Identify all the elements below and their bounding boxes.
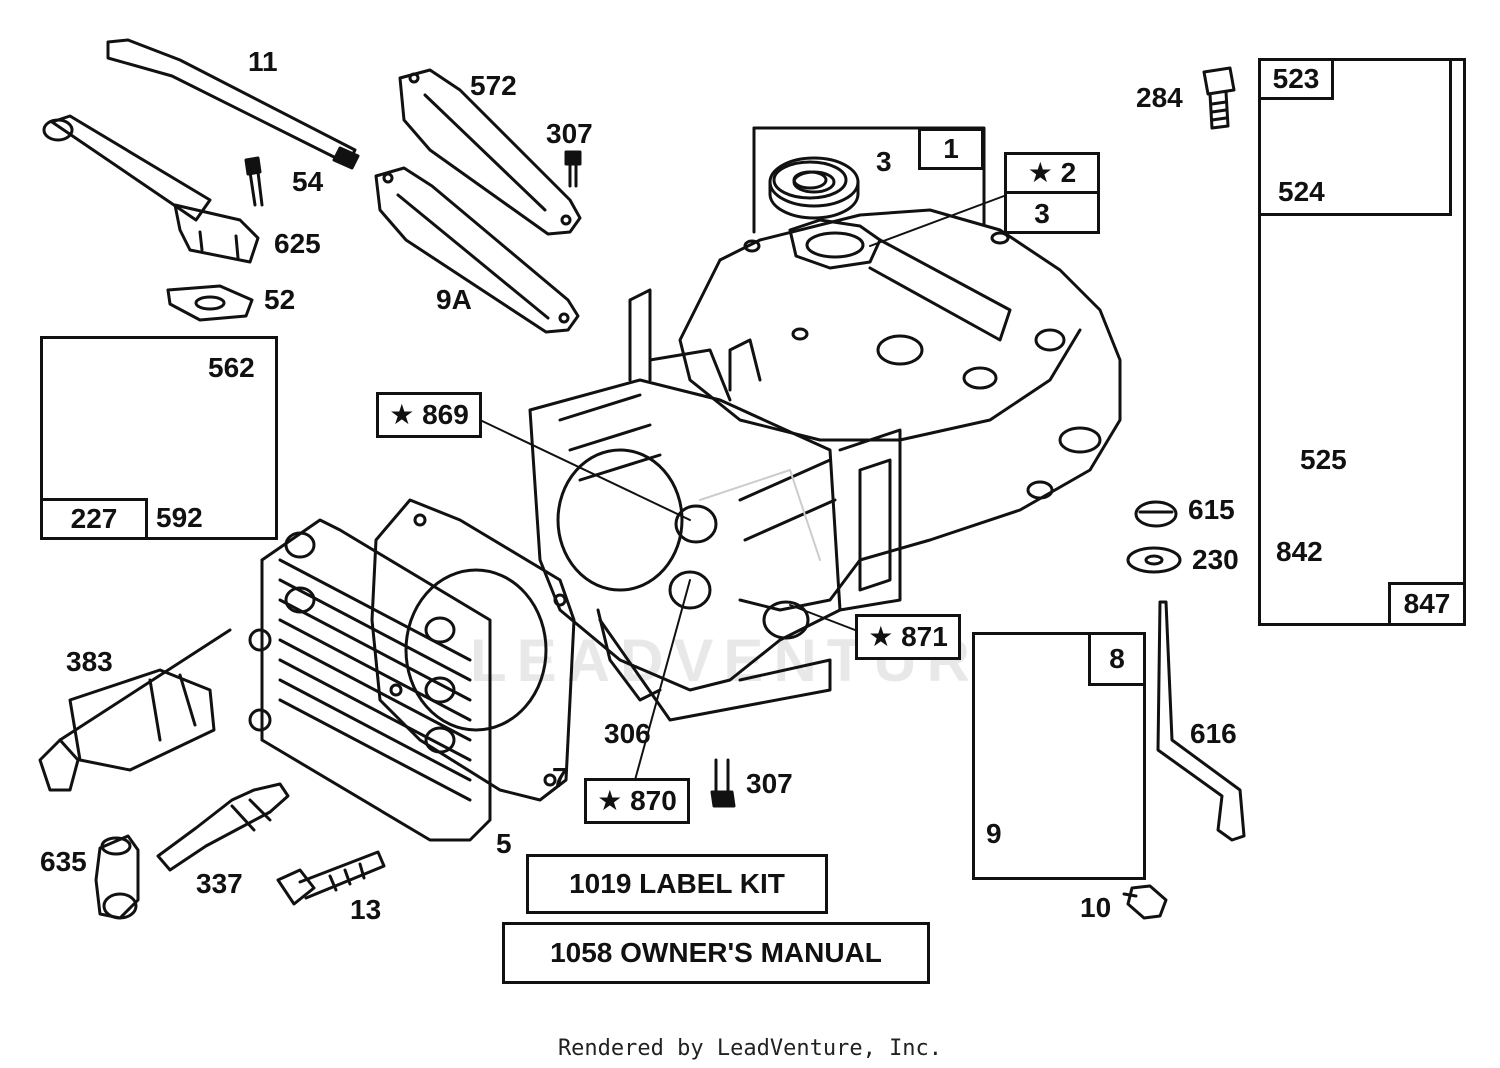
box-owners-manual <box>502 922 930 984</box>
label-2: ★ 2 <box>1027 157 1077 188</box>
part-230-washer-drawing <box>1126 546 1182 574</box>
label-307-top: 307 <box>546 118 593 149</box>
label-7: 7 <box>552 762 568 793</box>
leader-lines <box>479 195 1005 781</box>
label-615: 615 <box>1188 494 1235 525</box>
label-3-top: 3 <box>876 146 892 177</box>
label-524: 524 <box>1278 176 1325 207</box>
label-kit-text: 1019 LABEL KIT <box>569 868 785 899</box>
box-label-kit <box>526 854 828 914</box>
part-635-boot-drawing <box>94 834 140 920</box>
label-230: 230 <box>1192 544 1239 575</box>
part-3-seal-drawing <box>768 156 860 220</box>
label-227: 227 <box>70 503 118 534</box>
label-525: 525 <box>1300 444 1347 475</box>
box-869-tag <box>376 392 482 438</box>
box-227-tag <box>40 498 148 540</box>
part-625-drawing <box>42 114 260 264</box>
part-616-link-drawing <box>1156 600 1246 842</box>
part-337-spark-plug-drawing <box>156 782 290 872</box>
part-307-screw-bottom-drawing <box>710 758 736 808</box>
label-54: 54 <box>292 166 324 197</box>
label-847: 847 <box>1403 588 1451 619</box>
label-284: 284 <box>1136 82 1183 113</box>
label-870: ★ 870 <box>597 785 677 816</box>
box-part-1-tag <box>918 128 984 170</box>
part-52-gasket-drawing <box>166 284 254 322</box>
label-307-bottom: 307 <box>746 768 793 799</box>
part-11-tube-drawing <box>106 38 360 170</box>
label-635: 635 <box>40 846 87 877</box>
label-10: 10 <box>1080 892 1112 923</box>
part-7-head-gasket-drawing <box>370 498 576 802</box>
label-306: 306 <box>604 718 651 749</box>
label-592: 592 <box>156 502 203 533</box>
box-847-tag <box>1388 582 1466 626</box>
part-13-bolt-drawing <box>276 850 386 906</box>
label-1: 1 <box>943 133 959 164</box>
label-842: 842 <box>1276 536 1323 567</box>
label-3-box: 3 <box>1034 198 1050 229</box>
part-54-screw-drawing <box>244 156 264 207</box>
label-52: 52 <box>264 284 296 315</box>
label-13: 13 <box>350 894 382 925</box>
part-10-screw-drawing <box>1122 884 1168 920</box>
part-615-washer-drawing <box>1134 500 1178 528</box>
label-869: ★ 869 <box>389 399 469 430</box>
label-337: 337 <box>196 868 243 899</box>
box-870-tag <box>584 778 690 824</box>
label-9: 9 <box>986 818 1002 849</box>
label-625: 625 <box>274 228 321 259</box>
owners-manual-text: 1058 OWNER'S MANUAL <box>550 937 882 968</box>
part-383-armature-drawing <box>38 628 232 792</box>
part-9a-gasket-drawing <box>374 166 580 334</box>
label-11: 11 <box>248 46 278 77</box>
footer-credit: Rendered by LeadVenture, Inc. <box>557 1036 943 1061</box>
label-5: 5 <box>496 828 512 859</box>
label-616: 616 <box>1190 718 1237 749</box>
part-572-gasket-drawing <box>398 68 582 236</box>
label-572: 572 <box>470 70 517 101</box>
label-383: 383 <box>66 646 113 677</box>
label-562: 562 <box>208 352 255 383</box>
part-284-bolt-drawing <box>1202 66 1236 130</box>
label-871: ★ 871 <box>868 621 948 652</box>
label-8: 8 <box>1109 643 1125 674</box>
label-9a: 9A <box>436 284 472 315</box>
label-523: 523 <box>1272 63 1320 94</box>
box-523-tag <box>1258 58 1334 100</box>
box-871-tag <box>855 614 961 660</box>
box-8-tag <box>1088 632 1146 686</box>
part-5-cylinder-head-drawing <box>248 518 492 842</box>
box-part-2-tag <box>1004 152 1100 194</box>
part-307-screw-top-drawing <box>564 150 582 188</box>
